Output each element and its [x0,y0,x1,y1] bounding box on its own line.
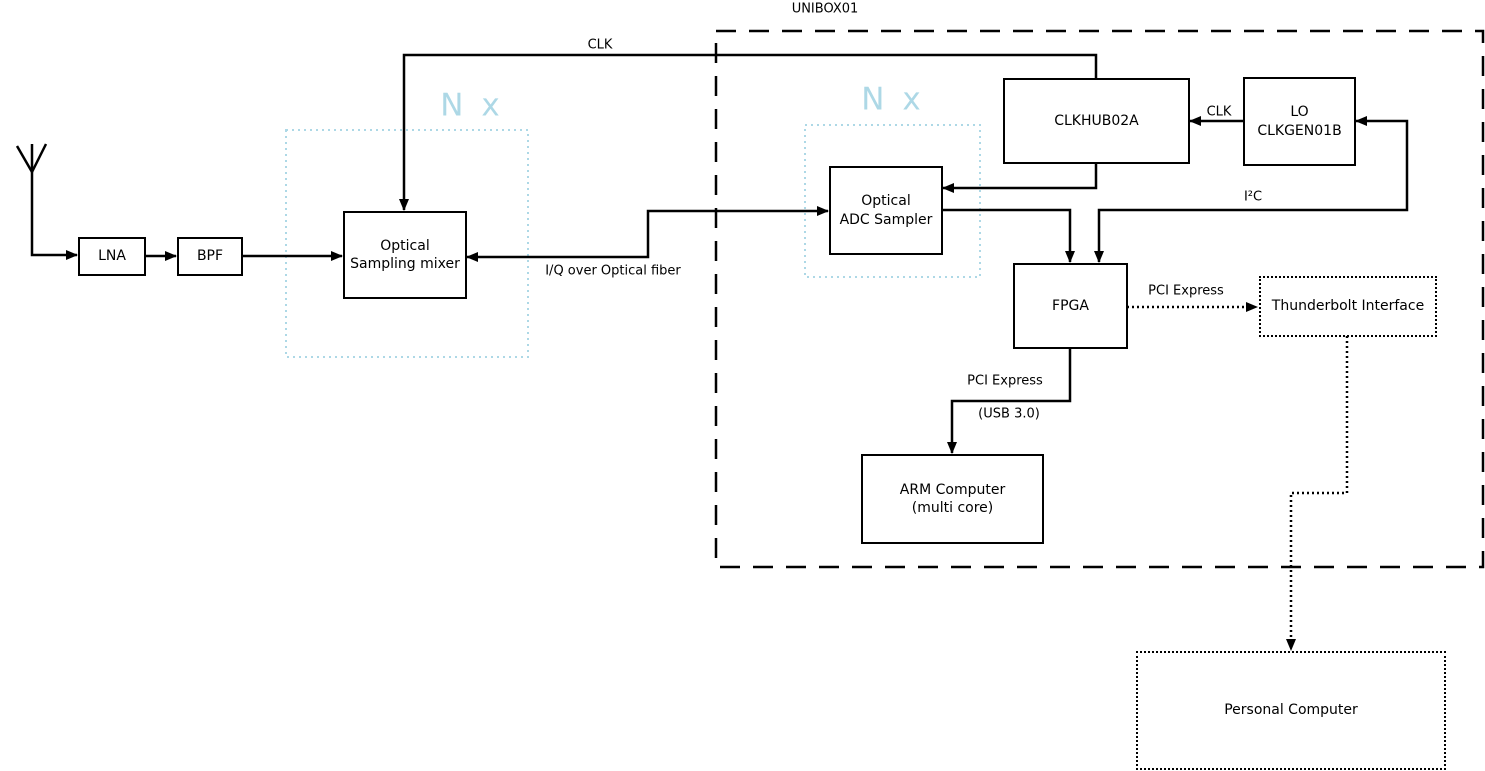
unibox01-title: UNIBOX01 [791,1,859,17]
edge-label-clk-lo: CLK [1206,104,1232,120]
node-lo-clkgen01b: LO CLKGEN01B [1243,77,1356,166]
node-lna: LNA [78,237,146,276]
node-arm-computer: ARM Computer (multi core) [861,454,1044,544]
node-fpga: FPGA [1013,263,1128,349]
nx-multiplier-label-left: N x [440,87,500,124]
edge-label-pcie-arm: PCI Express [967,373,1043,389]
node-personal-computer: Personal Computer [1136,651,1446,770]
node-bpf: BPF [177,237,243,276]
edge-label-iq-fiber: I/Q over Optical fiber [545,263,681,279]
edge-antenna-to-lna [30,144,78,260]
edge-adc-to-fpga [942,208,1075,263]
edge-fpga-to-arm [947,349,1072,454]
node-thunderbolt-interface: Thunderbolt Interface [1259,276,1437,337]
node-clkhub02a: CLKHUB02A [1003,78,1190,164]
antenna-icon [15,143,48,173]
node-optical-adc-sampler: Optical ADC Sampler [829,166,943,255]
edge-thunderbolt-to-pc [1286,336,1349,651]
edge-clk-to-mixer [399,53,1098,211]
edge-label-i2c: I²C [1243,189,1263,205]
edge-iq-fiber [466,206,829,262]
edge-label-pcie-thunderbolt: PCI Express [1148,283,1224,299]
edge-label-usb30: (USB 3.0) [978,406,1040,422]
node-optical-sampling-mixer: Optical Sampling mixer [343,211,467,299]
nx-multiplier-label-right: N x [861,81,921,118]
edge-clkhub-to-adc [942,164,1098,193]
edge-label-clk-master: CLK [587,37,613,53]
